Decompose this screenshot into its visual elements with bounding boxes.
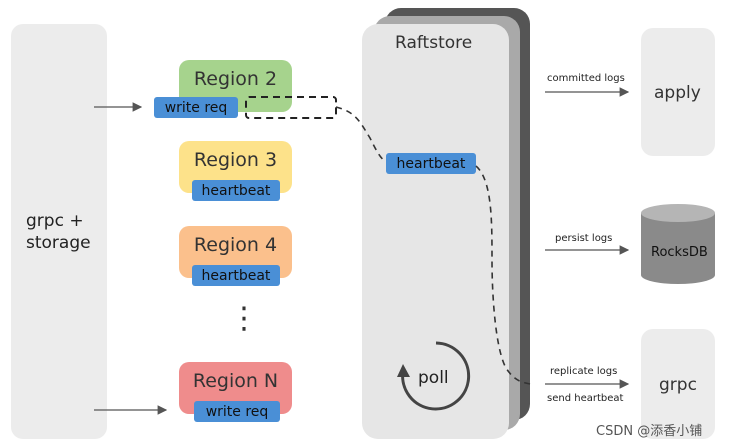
region-2-write-req: write req bbox=[154, 97, 238, 118]
grpc-storage-label: grpc + storage bbox=[26, 211, 91, 253]
regions-ellipsis: ⋮ bbox=[229, 301, 259, 336]
edge-send-heartbeat: send heartbeat bbox=[547, 393, 624, 404]
region-4-label: Region 4 bbox=[193, 234, 278, 256]
raftstore-heartbeat: heartbeat bbox=[386, 153, 476, 174]
edge-committed-logs: committed logs bbox=[547, 73, 625, 84]
poll-loop-arrow bbox=[401, 341, 471, 411]
watermark: CSDN @添香小铺 bbox=[596, 424, 703, 439]
raftstore-panel bbox=[362, 24, 509, 439]
region-3-heartbeat: heartbeat bbox=[192, 180, 280, 201]
apply-label: apply bbox=[654, 83, 701, 103]
region-2-label: Region 2 bbox=[193, 68, 278, 90]
region-3-label: Region 3 bbox=[193, 149, 278, 171]
region-n-label: Region N bbox=[192, 370, 279, 392]
apply-box bbox=[641, 28, 715, 156]
dashed-flow-to-grpc bbox=[475, 165, 531, 385]
raftstore-title: Raftstore bbox=[395, 33, 473, 53]
edge-replicate-logs: replicate logs bbox=[550, 366, 618, 377]
region-4-heartbeat: heartbeat bbox=[192, 265, 280, 286]
grpc-storage-panel bbox=[11, 24, 107, 439]
dashed-slot bbox=[245, 96, 337, 119]
poll-loop-arrowhead bbox=[397, 364, 410, 377]
grpc-out-box bbox=[641, 329, 715, 439]
grpc-out-label: grpc bbox=[659, 375, 697, 395]
poll-label: poll bbox=[418, 368, 449, 388]
edge-persist-logs: persist logs bbox=[555, 233, 613, 244]
dashed-flow-to-raftstore bbox=[335, 106, 387, 163]
rocksdb-cylinder bbox=[641, 204, 715, 284]
region-n-write-req: write req bbox=[194, 401, 280, 422]
rocksdb-label: RocksDB bbox=[651, 245, 708, 260]
